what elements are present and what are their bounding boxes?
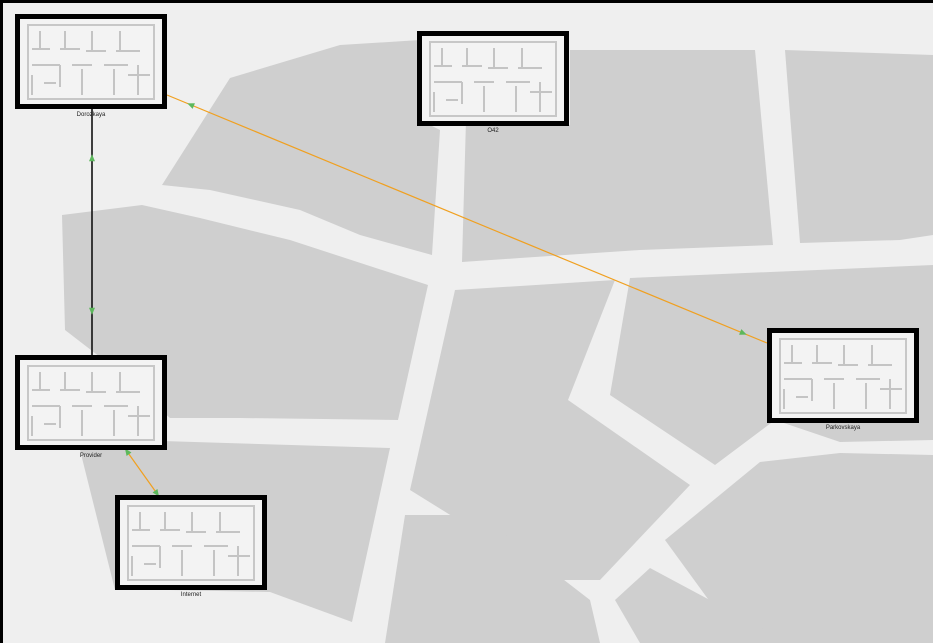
link-n3-n5[interactable] [125, 449, 159, 496]
floor-plan-icon [429, 41, 557, 117]
link-n1-n4[interactable] [166, 94, 768, 344]
node-label-provider: Provider [79, 453, 103, 459]
link-arrow-icon [739, 329, 747, 335]
floor-plan-icon [27, 24, 155, 100]
map-block [410, 280, 690, 580]
map-block [615, 568, 790, 643]
map-block [665, 453, 933, 643]
node-label-internet: Internet [180, 592, 202, 598]
node-label-parkovskaya: Parkovskaya [825, 425, 861, 431]
link-arrow-icon [124, 448, 132, 456]
node-dorozkaya[interactable] [15, 14, 167, 109]
viewport-border-left [0, 0, 3, 643]
map-block [785, 50, 933, 243]
node-provider[interactable] [15, 355, 167, 450]
node-parkovskaya[interactable] [767, 328, 919, 423]
link-arrow-icon [152, 489, 160, 497]
node-o42[interactable] [417, 31, 569, 126]
node-internet[interactable] [115, 495, 267, 590]
map-block [162, 40, 440, 255]
link-arrow-icon [89, 154, 95, 162]
floor-plan-icon [779, 338, 907, 414]
node-label-dorozkaya: Dorozkaya [76, 112, 106, 118]
node-label-o42: О42 [487, 128, 499, 134]
floor-plan-icon [127, 505, 255, 581]
floor-plan-icon [27, 365, 155, 441]
link-arrow-icon [89, 307, 95, 315]
map-block [385, 515, 600, 643]
map-block [462, 50, 773, 262]
viewport-border-top [0, 0, 933, 3]
link-arrow-icon [187, 103, 195, 109]
